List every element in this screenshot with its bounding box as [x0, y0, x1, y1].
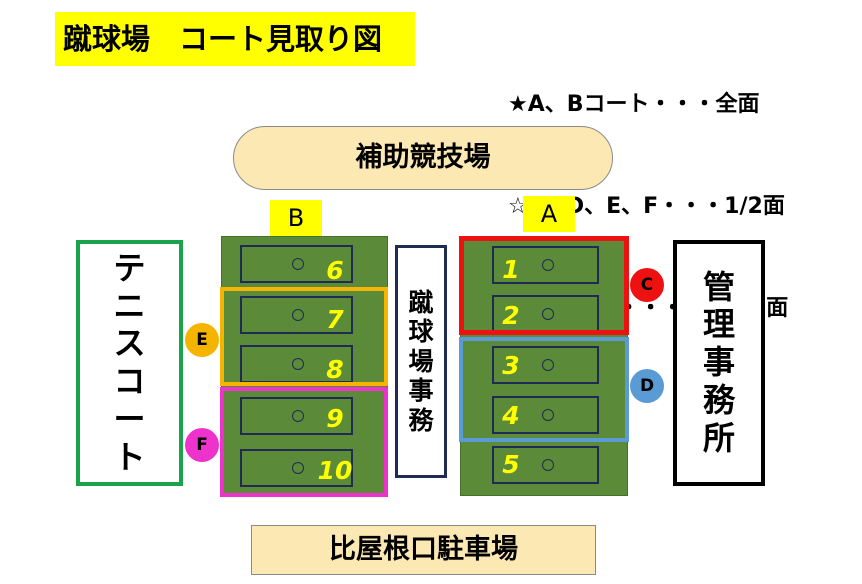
management-office: 管 理 事 務 所	[673, 240, 765, 486]
tennis-char: ス	[113, 324, 146, 363]
court-d-frame	[459, 337, 629, 442]
court-c-frame	[459, 236, 629, 335]
center-circle-icon	[292, 462, 304, 474]
pitch-number: 1	[502, 255, 520, 284]
pitch-number: 5	[502, 450, 520, 479]
pitch-9	[240, 397, 353, 435]
office-char: 理	[702, 305, 735, 344]
legend-line-full: ★A、Bコート・・・全面	[508, 92, 760, 117]
tennis-char: コ	[113, 362, 146, 400]
court-c-tag: C	[630, 268, 664, 302]
pitch-number: 3	[502, 351, 520, 380]
office-char: 務	[408, 405, 434, 435]
court-f-tag: F	[185, 428, 219, 462]
soccer-field-office: 蹴 球 場 事 務	[395, 245, 447, 478]
office-char: 事	[702, 343, 735, 382]
pitch-number: 9	[326, 404, 344, 433]
center-circle-icon	[542, 259, 554, 271]
pitch-number: 10	[317, 456, 353, 485]
parking-lot-label: 比屋根口駐車場	[251, 525, 596, 575]
center-circle-icon	[292, 309, 304, 321]
office-char: 事	[408, 376, 434, 406]
office-char: 所	[702, 418, 735, 457]
pitch-number: 7	[326, 305, 344, 334]
auxiliary-stadium-label: 補助競技場	[233, 126, 613, 190]
tennis-char: ー	[113, 399, 146, 438]
page-title: 蹴球場 コート見取り図	[55, 12, 415, 66]
office-char: 管	[702, 267, 735, 306]
office-char: 場	[408, 346, 434, 376]
court-f-frame	[220, 387, 388, 497]
pitch-6	[240, 245, 353, 283]
pitch-10	[240, 449, 353, 487]
court-e-frame	[220, 287, 388, 386]
pitch-3	[492, 346, 599, 384]
tennis-char: ニ	[113, 286, 146, 325]
tennis-court: テ ニ ス コ ー ト	[76, 240, 183, 486]
court-e-tag: E	[185, 323, 219, 357]
center-circle-icon	[292, 258, 304, 270]
center-circle-icon	[542, 308, 554, 320]
center-circle-icon	[542, 409, 554, 421]
pitch-number: 8	[326, 355, 344, 384]
center-circle-icon	[542, 359, 554, 371]
pitch-number: 6	[326, 256, 344, 285]
pitch-7	[240, 296, 353, 334]
office-char: 務	[702, 380, 735, 419]
pitch-number: 4	[502, 401, 520, 430]
office-char: 球	[408, 317, 434, 347]
center-circle-icon	[542, 459, 554, 471]
office-char: 蹴	[408, 287, 434, 317]
court-a-label: A	[523, 196, 575, 232]
pitch-4	[492, 396, 599, 434]
pitch-number: 2	[502, 301, 520, 330]
tennis-char: ト	[113, 437, 146, 476]
center-circle-icon	[292, 358, 304, 370]
court-d-tag: D	[630, 369, 664, 403]
pitch-5	[492, 446, 599, 484]
center-circle-icon	[292, 410, 304, 422]
court-b-label: B	[270, 200, 322, 236]
tennis-char: テ	[113, 248, 146, 287]
pitch-1	[492, 246, 599, 284]
